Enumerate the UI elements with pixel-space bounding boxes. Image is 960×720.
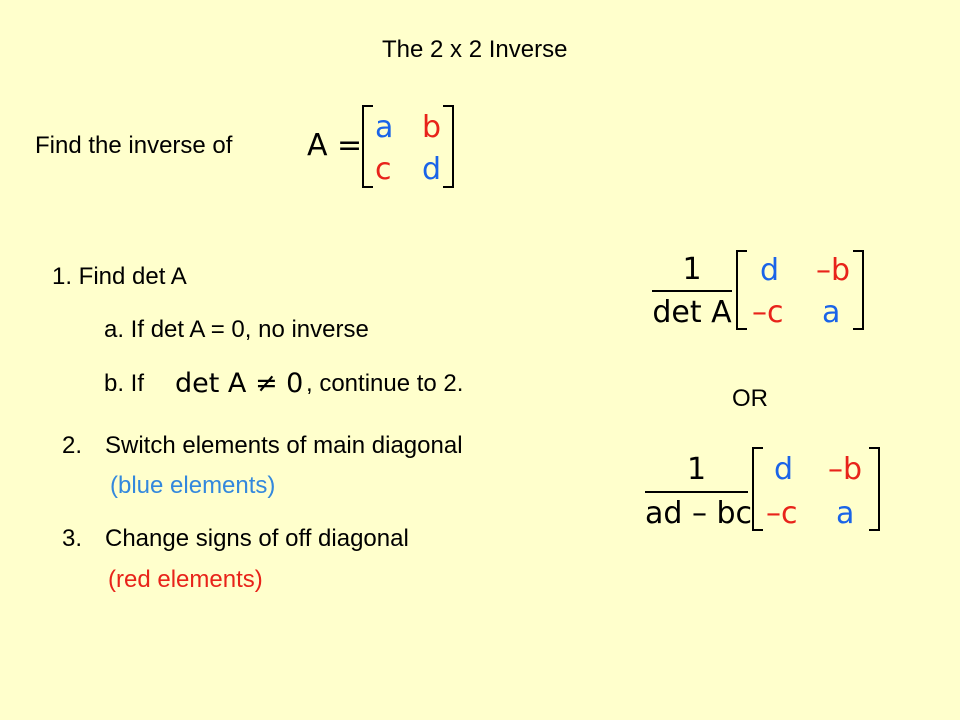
formula2-fraction: 1 ad – bc [645, 447, 753, 531]
step-1a: a. If det A = 0, no inverse [104, 316, 369, 343]
formula1-numerator: 1 [682, 252, 702, 287]
step-3-number: 3. [62, 525, 83, 552]
left-bracket [362, 105, 373, 188]
find-inverse-label: Find the inverse of [35, 132, 233, 159]
formula1-fraction-bar [652, 290, 732, 292]
right-bracket [443, 105, 454, 188]
step-2-note: (blue elements) [110, 472, 276, 499]
right-bracket [853, 250, 864, 330]
step-1b-condition: det A ≠ 0 [175, 368, 304, 399]
or-label: OR [732, 385, 768, 412]
formula1-denominator: det A [652, 295, 732, 330]
step-1: 1. Find det A [52, 263, 187, 290]
matrix-a-entry-b: b [422, 110, 442, 145]
matrix-a: a b c d [362, 105, 454, 188]
right-bracket [869, 447, 880, 531]
left-bracket [752, 447, 763, 531]
formula2-entry-neg-b: –b [828, 452, 863, 487]
formula2-entry-d: d [774, 452, 794, 487]
step-3-note: (red elements) [108, 566, 263, 593]
formula2-denominator: ad – bc [645, 496, 753, 531]
formula1-entry-d: d [760, 253, 780, 288]
formula1-matrix: d –b –c a [736, 250, 864, 330]
step-1b-suffix: , continue to 2. [306, 370, 464, 397]
formula2-numerator: 1 [686, 452, 707, 487]
matrix-a-lhs: A = [307, 128, 363, 163]
left-bracket [736, 250, 747, 330]
formula2-entry-a: a [836, 496, 855, 531]
formula2-entry-neg-c: –c [766, 496, 798, 531]
formula1-entry-neg-c: –c [752, 295, 784, 330]
step-2-number: 2. [62, 432, 83, 459]
step-2-text: Switch elements of main diagonal [105, 432, 463, 459]
formula2-matrix: d –b –c a [752, 447, 880, 531]
step-3-text: Change signs of off diagonal [105, 525, 409, 552]
matrix-a-entry-d: d [422, 152, 442, 187]
formula2-fraction-bar [645, 491, 748, 493]
matrix-a-entry-c: c [375, 152, 392, 187]
formula1-entry-neg-b: –b [816, 253, 851, 288]
step-1b-prefix: b. If [104, 370, 145, 397]
formula1-entry-a: a [822, 295, 841, 330]
formula1-fraction: 1 det A [652, 250, 732, 330]
page-title: The 2 x 2 Inverse [382, 36, 568, 63]
matrix-a-entry-a: a [375, 110, 394, 145]
